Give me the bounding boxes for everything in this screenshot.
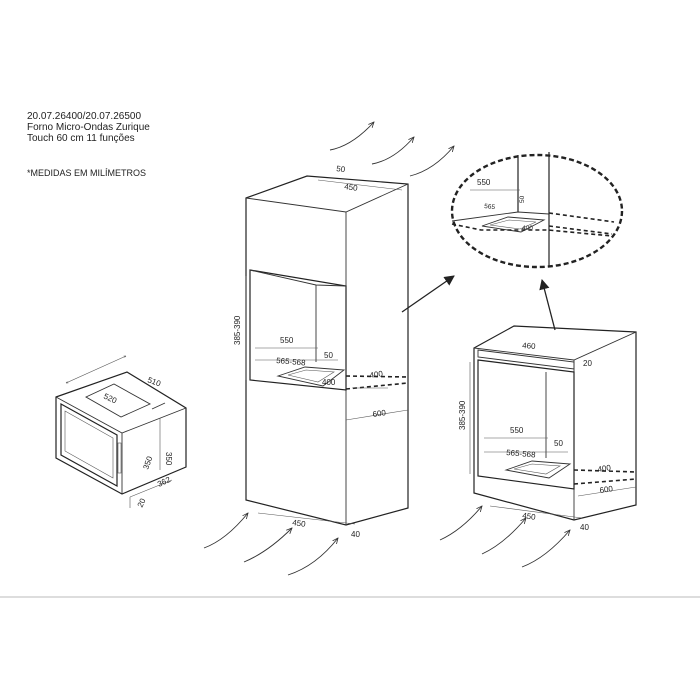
- detail-ellipse: [450, 153, 624, 269]
- detail-width-label: 565: [484, 203, 496, 211]
- base-dash-upper: [573, 469, 637, 473]
- tall-depth-line: [345, 409, 409, 421]
- airflow-arrows-top: [329, 122, 454, 177]
- base-gap-label: 50: [554, 439, 563, 448]
- mw-top-depth-label: 520: [102, 392, 118, 406]
- model-codes: 20.07.26400/20.07.26500: [27, 111, 141, 122]
- tall-opening-label: 400: [322, 378, 336, 387]
- microwave-top-plate: [85, 383, 152, 418]
- microwave-drawing: 510 520 350 350 362 20: [55, 355, 187, 509]
- microwave-door: [60, 402, 118, 488]
- measurement-note: *MEDIDAS EM MILÍMETROS: [27, 168, 147, 178]
- detail-depth-label: 550: [477, 178, 491, 187]
- tall-top-offset-label: 50: [336, 164, 347, 174]
- tall-niche-width-label: 565-568: [276, 356, 307, 368]
- mw-width-label: 510: [146, 375, 162, 388]
- microwave-top-edge: [55, 396, 187, 434]
- airflow-arrow-icon: [409, 146, 454, 177]
- tall-depth-label: 600: [372, 408, 387, 419]
- tall-dash-upper: [345, 375, 409, 378]
- tall-bottom-width-label: 450: [292, 518, 307, 529]
- base-bottom-width-label: 450: [522, 511, 537, 522]
- mw-height-label: 350: [164, 452, 173, 466]
- base-niche-width-label: 565-568: [506, 448, 537, 460]
- tall-gap-label: 50: [324, 351, 333, 360]
- base-depth-label: 600: [599, 484, 614, 495]
- mw-depth-dim-line: [129, 479, 173, 498]
- detail-dash-upper: [548, 212, 615, 223]
- airflow-arrow-icon: [287, 538, 338, 576]
- base-cutout-inner: [513, 463, 562, 475]
- microwave-control-panel: [117, 442, 122, 474]
- airflow-arrows-bottom-right: [439, 506, 570, 568]
- base-cutout: [504, 460, 572, 479]
- base-cabinet-top: [473, 331, 637, 361]
- tall-bottom-gap-label: 40: [351, 530, 360, 539]
- airflow-arrow-icon: [521, 530, 570, 568]
- airflow-arrow-icon: [203, 513, 248, 549]
- airflow-arrow-icon: [439, 506, 482, 541]
- airflow-arrow-icon: [371, 137, 414, 165]
- product-name-line1: Forno Micro-Ondas Zurique: [27, 122, 150, 133]
- base-niche-opening: [477, 359, 575, 490]
- detail-dash-front: [451, 223, 613, 237]
- tall-bottom-width-line: [257, 512, 356, 525]
- airflow-arrow-icon: [329, 122, 374, 151]
- tall-niche-opening: [249, 269, 347, 391]
- base-cabinet-rail: [477, 349, 575, 370]
- tall-base-opening-label: 400: [369, 369, 384, 380]
- detail-view: 550 50 565 400: [450, 152, 624, 269]
- tall-niche-height-label: 385-390: [233, 315, 242, 345]
- base-cabinet-outline: [473, 325, 637, 521]
- airflow-arrow-icon: [481, 518, 526, 555]
- detail-opening-label: 400: [522, 225, 533, 232]
- tall-niche-depth-label: 550: [280, 336, 294, 345]
- detail-gap-label: 50: [519, 195, 526, 203]
- detail-pointer-arrow: [401, 275, 455, 313]
- product-name-line2: Touch 60 cm 11 funções: [27, 133, 135, 144]
- airflow-arrows-bottom-left: [203, 513, 338, 576]
- tall-cabinet-top: [245, 183, 409, 213]
- tall-cabinet-drawing: 50 450 385-390 550 565-568 50 400 400 60…: [233, 164, 409, 539]
- detail-cutout-inner: [489, 219, 537, 230]
- tall-cabinet-outline: [245, 175, 409, 526]
- base-cabinet-drawing: 460 20 385-390 550 50 565-568 400 600 45…: [458, 325, 637, 532]
- microwave-outline: [55, 371, 187, 495]
- detail-floor-edge: [451, 211, 550, 222]
- airflow-arrow-icon: [243, 528, 292, 563]
- base-top-width-label: 460: [522, 341, 536, 351]
- base-top-gap-label: 20: [583, 359, 592, 368]
- detail-dash-lower: [548, 225, 613, 235]
- base-depth-line: [577, 486, 637, 497]
- base-niche-depth-label: 550: [510, 426, 524, 435]
- microwave-window: [64, 410, 114, 479]
- detail-pointer-arrow-2: [539, 278, 556, 331]
- base-bottom-width-line: [489, 505, 583, 519]
- base-bottom-gap-label: 40: [580, 523, 589, 532]
- tall-cutout-inner: [287, 369, 335, 383]
- mw-foot-label: 20: [136, 496, 148, 508]
- base-opening-label: 400: [597, 463, 612, 474]
- mw-height-label-2: 350: [141, 455, 154, 471]
- microwave-top-ridge: [151, 402, 166, 410]
- tall-cutout: [276, 366, 346, 387]
- tall-top-width-line: [317, 179, 403, 191]
- mw-depth-label: 362: [156, 475, 172, 489]
- mw-width-dim-line: [66, 355, 126, 384]
- base-dash-lower: [573, 478, 637, 485]
- tall-top-width-label: 450: [344, 182, 359, 193]
- base-niche-height-label: 385-390: [458, 400, 467, 430]
